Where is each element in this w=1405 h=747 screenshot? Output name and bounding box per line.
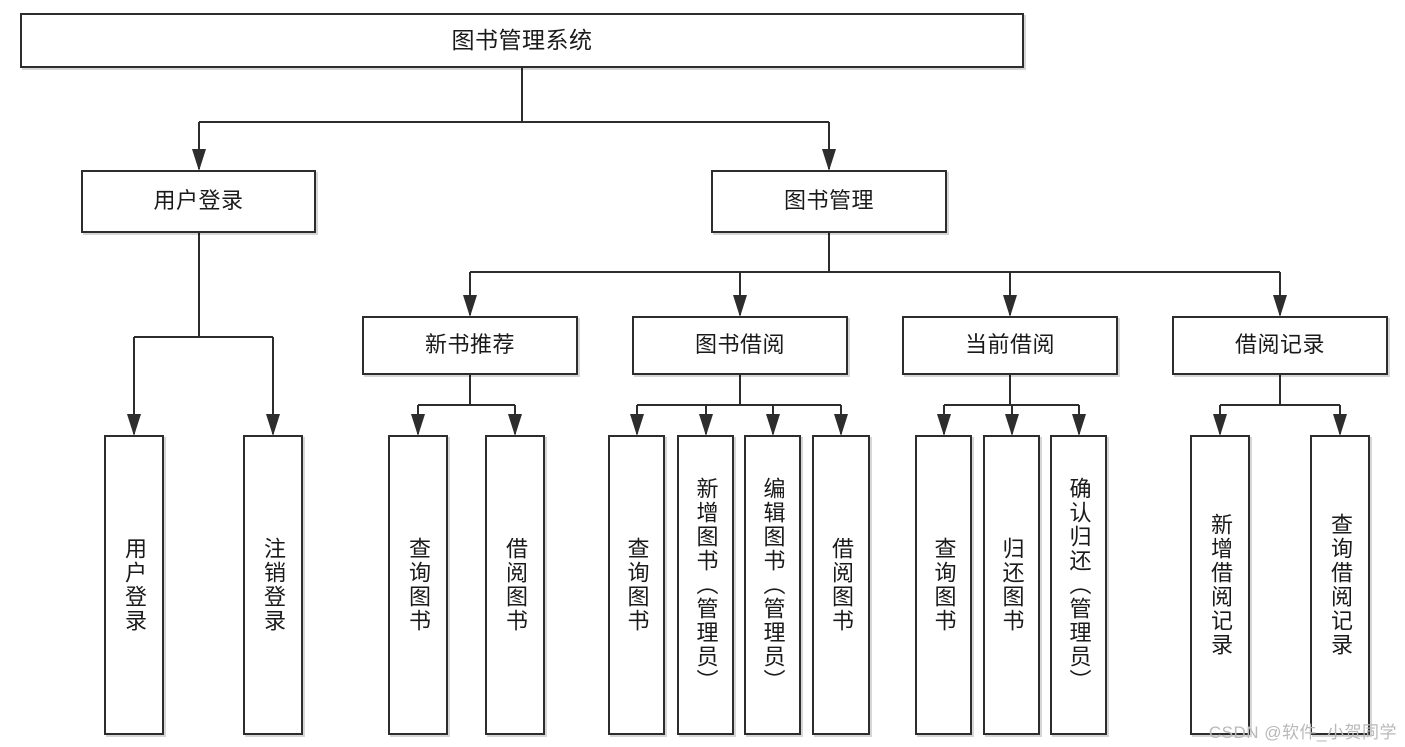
- edge-arrowhead: [463, 295, 477, 317]
- node-label: 借阅图书: [503, 537, 528, 633]
- node-label: 用户登录: [122, 537, 147, 633]
- node-label: 借阅图书: [829, 537, 854, 633]
- node-leaf-add-record[interactable]: 新增借阅记录: [1190, 435, 1250, 735]
- node-leaf-borrow-book[interactable]: 借阅图书: [812, 435, 870, 735]
- node-label: 归还图书: [999, 537, 1025, 633]
- csdn-watermark: CSDN @软件_小贺同学: [1208, 723, 1397, 742]
- node-label: 新增借阅记录: [1208, 513, 1233, 657]
- edge-arrowhead: [1273, 295, 1287, 317]
- node-leaf-query-book-cur[interactable]: 查询图书: [915, 435, 972, 735]
- node-book-borrow[interactable]: 图书借阅: [632, 316, 848, 375]
- node-leaf-return-book[interactable]: 归还图书: [983, 435, 1040, 735]
- node-label: 查询图书: [931, 537, 957, 633]
- edge-arrowhead: [834, 414, 848, 436]
- edge-arrowhead: [508, 414, 522, 436]
- edge-arrowhead: [411, 414, 425, 436]
- node-leaf-edit-book[interactable]: 编辑图书（管理员）: [744, 435, 801, 735]
- node-borrow-record[interactable]: 借阅记录: [1172, 316, 1388, 375]
- node-leaf-query-book-borrow[interactable]: 查询图书: [608, 435, 665, 735]
- node-leaf-add-book[interactable]: 新增图书（管理员）: [677, 435, 734, 735]
- node-current-borrow[interactable]: 当前借阅: [902, 316, 1118, 375]
- edge-arrowhead: [699, 414, 713, 436]
- edge-arrowhead: [630, 414, 644, 436]
- edge-arrowhead: [1333, 414, 1347, 436]
- edge-arrowhead: [266, 414, 280, 436]
- node-label: 查询借阅记录: [1328, 513, 1353, 657]
- node-label: 当前借阅: [964, 332, 1055, 358]
- node-new-book-rec[interactable]: 新书推荐: [362, 316, 578, 375]
- edge-arrowhead: [1003, 295, 1017, 317]
- node-label: 新增图书（管理员）: [693, 477, 719, 693]
- edge-arrowhead: [1072, 414, 1086, 436]
- node-label: 确认归还（管理员）: [1066, 477, 1092, 693]
- node-root[interactable]: 图书管理系统: [20, 13, 1024, 68]
- node-label: 借阅记录: [1234, 332, 1325, 358]
- node-label: 编辑图书（管理员）: [760, 477, 786, 693]
- edge-arrowhead: [1005, 414, 1019, 436]
- node-label: 图书管理: [783, 188, 874, 214]
- node-leaf-borrow-book-rec[interactable]: 借阅图书: [485, 435, 545, 735]
- node-leaf-user-logout[interactable]: 注销登录: [243, 435, 303, 735]
- node-label: 查询图书: [624, 537, 650, 633]
- node-label: 查询图书: [406, 537, 431, 633]
- node-leaf-confirm-return[interactable]: 确认归还（管理员）: [1050, 435, 1107, 735]
- node-label: 图书管理系统: [451, 26, 593, 53]
- edge-arrowhead: [822, 149, 836, 171]
- node-leaf-user-login[interactable]: 用户登录: [104, 435, 164, 735]
- node-leaf-query-record[interactable]: 查询借阅记录: [1310, 435, 1370, 735]
- node-label: 图书借阅: [694, 332, 785, 358]
- node-user-login[interactable]: 用户登录: [81, 170, 316, 233]
- edge-arrowhead: [192, 149, 206, 171]
- edge-arrowhead: [127, 414, 141, 436]
- node-label: 新书推荐: [424, 332, 515, 358]
- edge-arrowhead: [766, 414, 780, 436]
- edge-arrowhead: [1213, 414, 1227, 436]
- edge-arrowhead: [937, 414, 951, 436]
- node-leaf-query-book-rec[interactable]: 查询图书: [388, 435, 448, 735]
- node-label: 用户登录: [153, 188, 244, 214]
- node-label: 注销登录: [261, 537, 286, 633]
- edge-arrowhead: [733, 295, 747, 317]
- node-book-manage[interactable]: 图书管理: [711, 170, 947, 233]
